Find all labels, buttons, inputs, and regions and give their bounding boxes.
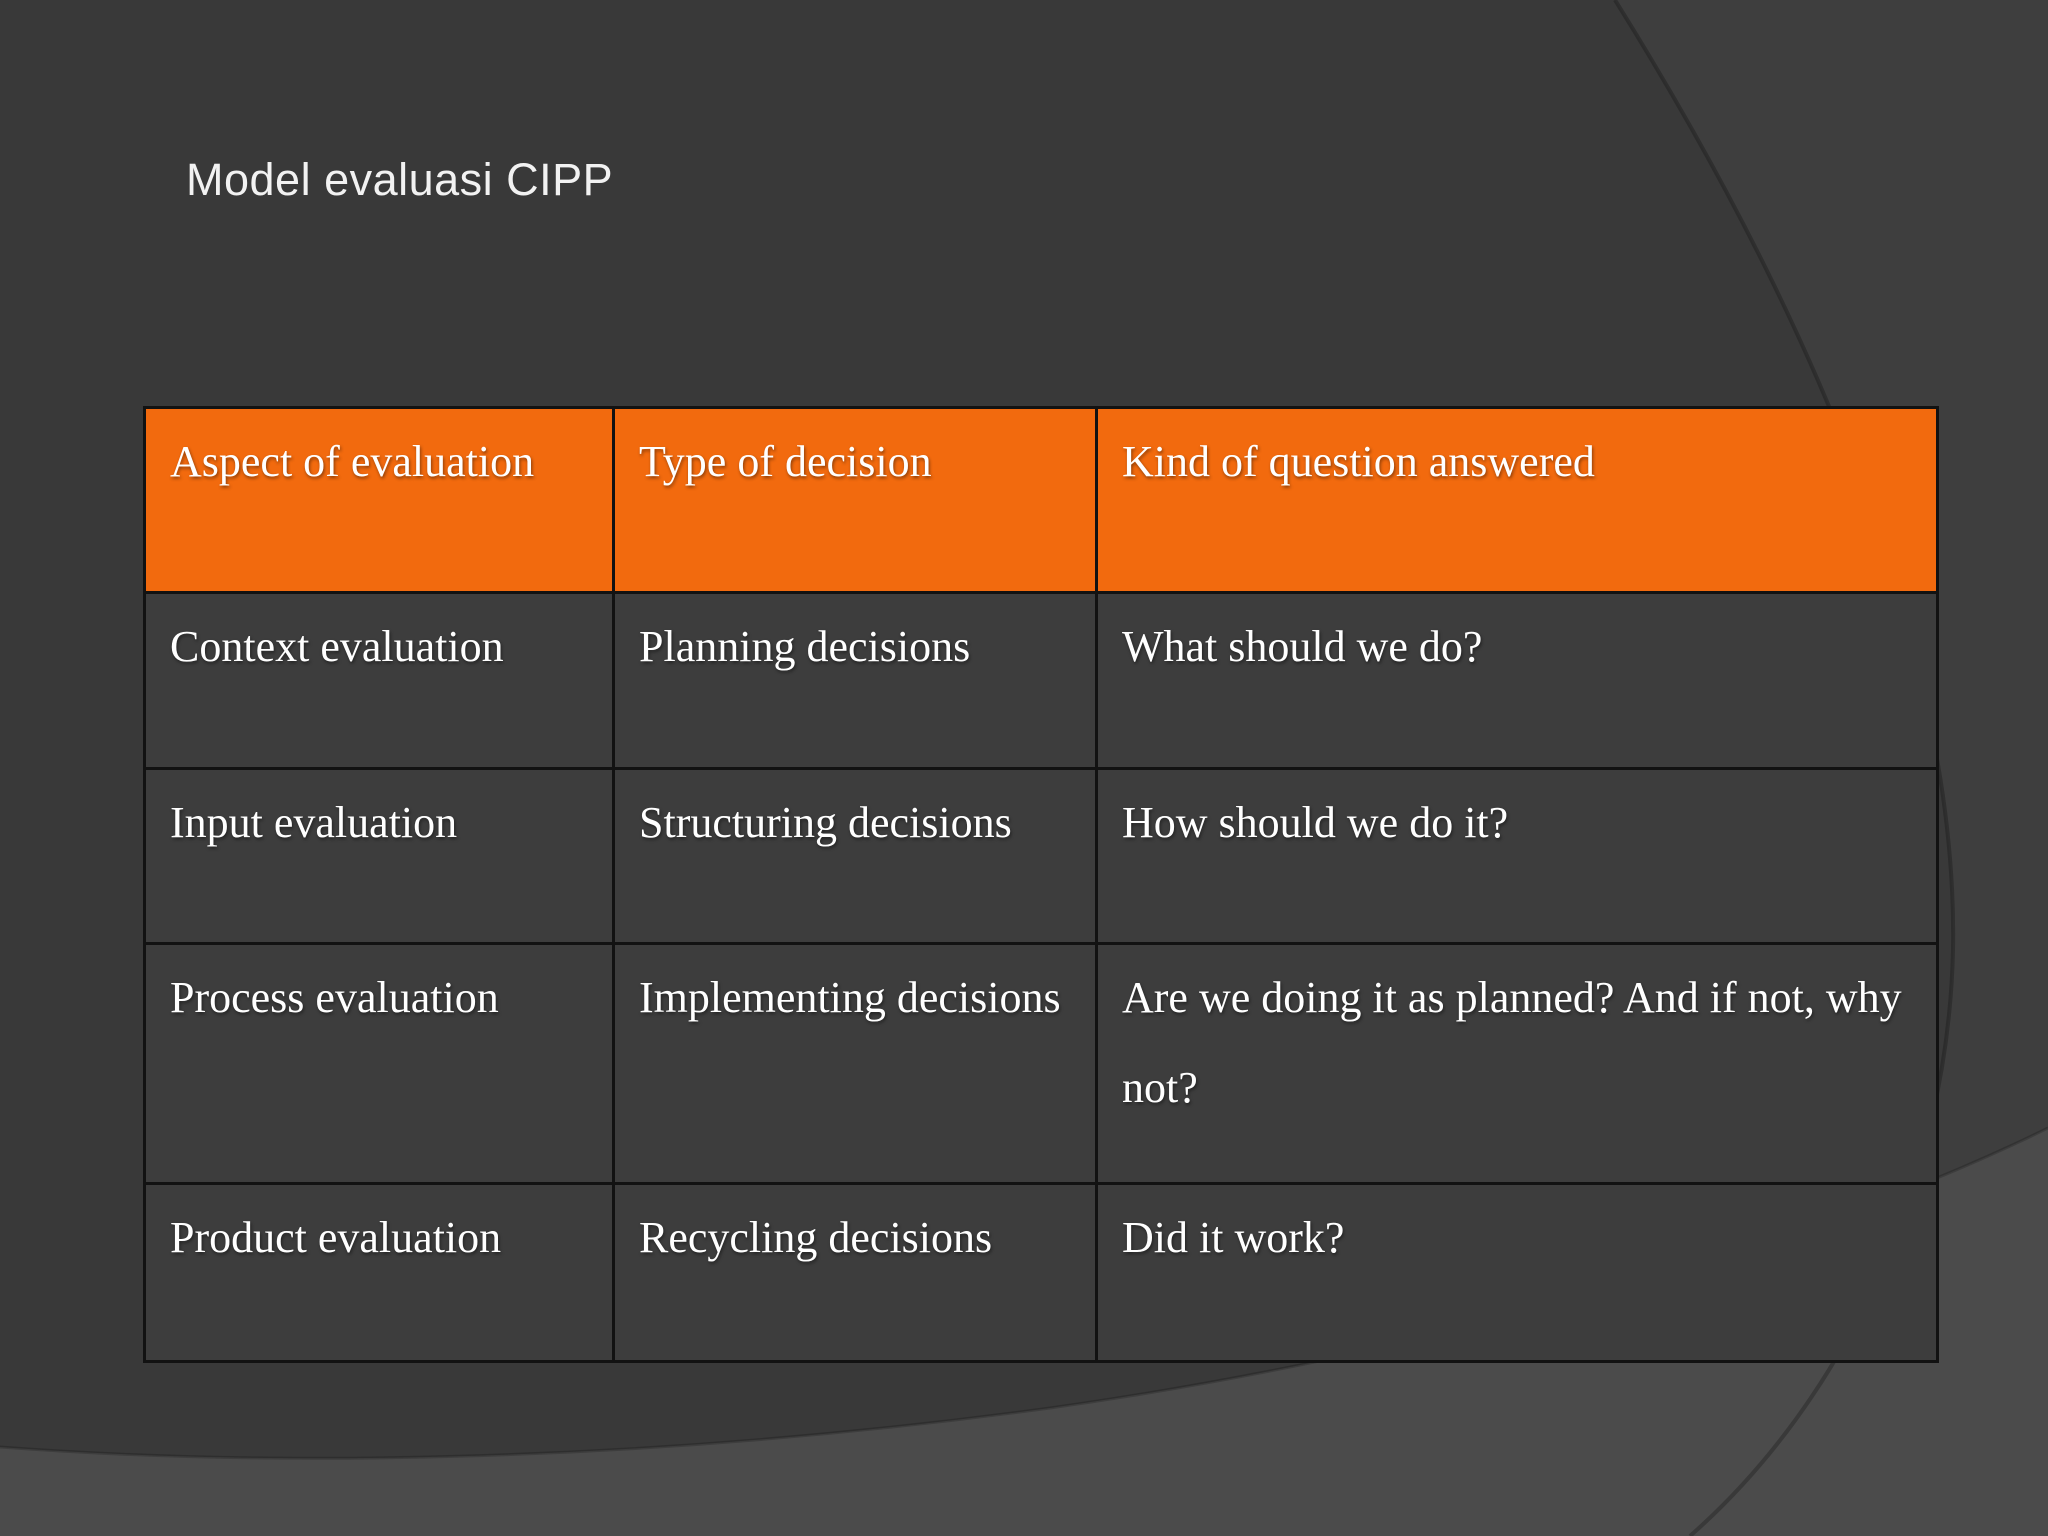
cell-decision: Recycling decisions	[612, 1182, 1098, 1363]
table-row: Process evaluation Implementing decision…	[143, 942, 1939, 1185]
cell-question: Did it work?	[1095, 1182, 1939, 1363]
cell-aspect: Product evaluation	[143, 1182, 615, 1363]
slide-title: Model evaluasi CIPP	[186, 154, 614, 205]
cell-aspect: Input evaluation	[143, 767, 615, 945]
header-cell-decision: Type of decision	[612, 406, 1098, 594]
cell-aspect: Context evaluation	[143, 591, 615, 770]
background-right-panel	[1615, 0, 2048, 1536]
cipp-evaluation-table: Aspect of evaluation Type of decision Ki…	[143, 406, 1939, 1363]
background-bottom-swoosh	[0, 1128, 2048, 1536]
header-cell-aspect: Aspect of evaluation	[143, 406, 615, 594]
table-row: Input evaluation Structuring decisions H…	[143, 767, 1939, 945]
table-row: Context evaluation Planning decisions Wh…	[143, 591, 1939, 770]
cell-question: How should we do it?	[1095, 767, 1939, 945]
cell-decision: Implementing decisions	[612, 942, 1098, 1185]
cell-aspect: Process evaluation	[143, 942, 615, 1185]
table-header-row: Aspect of evaluation Type of decision Ki…	[143, 406, 1939, 594]
cell-decision: Planning decisions	[612, 591, 1098, 770]
table-row: Product evaluation Recycling decisions D…	[143, 1182, 1939, 1363]
cell-question: Are we doing it as planned? And if not, …	[1095, 942, 1939, 1185]
cell-decision: Structuring decisions	[612, 767, 1098, 945]
cell-question: What should we do?	[1095, 591, 1939, 770]
table-row: Aspect of evaluation Type of decision Ki…	[143, 406, 1939, 594]
header-cell-question: Kind of question answered	[1095, 406, 1939, 594]
